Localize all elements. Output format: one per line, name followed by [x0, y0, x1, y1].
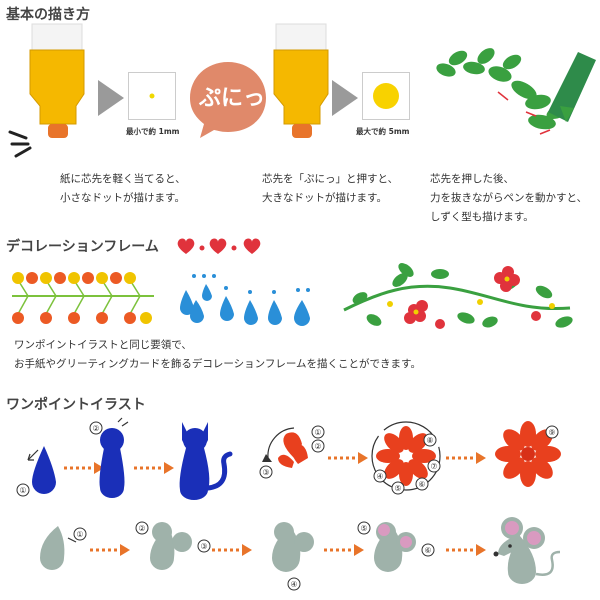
step-number: ④	[376, 472, 383, 481]
section-title-basics: 基本の描き方	[6, 7, 90, 23]
dotted-arrow-icon	[64, 462, 104, 474]
cat-complete	[179, 422, 233, 500]
mouse-step-4: ⑤ ⑥	[357, 521, 435, 572]
step-number: ②	[138, 524, 145, 533]
step-number: ②	[92, 424, 99, 433]
puni-speech-bubble	[190, 62, 266, 138]
cat-step-2: ②	[89, 417, 129, 498]
dotted-arrow-icon	[90, 544, 130, 556]
marker-pen-illustration	[273, 23, 329, 138]
section-title-illust: ワンポイントイラスト	[6, 397, 146, 413]
drop-stroke-illustration	[436, 48, 596, 135]
flower-step-1: ① ② ③	[259, 425, 325, 479]
arrow-right-icon	[98, 80, 124, 116]
basics-caption-1: 紙に芯先を軽く当てると、 小さなドットが描けます。	[60, 173, 186, 204]
mouse-complete	[493, 517, 561, 584]
step-number: ⑤	[360, 524, 367, 533]
frames-caption: ワンポイントイラストと同じ要領で、 お手紙やグリーティングカードを飾るデコレーシ…	[14, 339, 421, 370]
dotted-arrow-icon	[328, 452, 368, 464]
dotted-arrow-icon	[446, 452, 486, 464]
marker-pen-illustration	[8, 23, 85, 158]
hearts-decoration	[177, 238, 261, 254]
step-number: ①	[314, 428, 321, 437]
step-number: ③	[262, 468, 269, 477]
step-number: ③	[200, 542, 207, 551]
dot-large-sample	[362, 72, 410, 120]
mouse-step-1: ①	[40, 526, 87, 570]
frame-berry-branch	[12, 272, 154, 324]
mouse-step-2: ② ③	[135, 521, 211, 570]
section-title-frames: デコレーションフレーム	[6, 239, 159, 255]
arrow-right-icon	[332, 80, 358, 116]
step-number: ①	[76, 530, 83, 539]
puni-bubble-text: ぷにっ	[198, 85, 265, 111]
step-number: ⑥	[418, 480, 425, 489]
basics-caption-2: 芯先を「ぷにっ」と押すと、 大きなドットが描けます。	[262, 173, 399, 204]
flower-complete: ⑨	[495, 421, 561, 487]
step-number: ④	[290, 580, 297, 589]
dotted-arrow-icon	[446, 544, 486, 556]
max-size-label: 最大で約 5mm	[356, 127, 410, 136]
step-number: ⑧	[426, 436, 433, 445]
flower-step-2: ⑧ ⑦ ④ ⑤ ⑥	[371, 421, 441, 495]
step-number: ⑦	[430, 462, 437, 471]
step-number: ①	[19, 486, 26, 495]
dotted-arrow-icon	[212, 544, 252, 556]
mouse-step-3: ④	[272, 522, 314, 591]
frame-blue-drops	[180, 274, 310, 326]
step-number: ②	[314, 442, 321, 451]
step-number: ⑥	[424, 546, 431, 555]
dotted-arrow-icon	[134, 462, 174, 474]
min-size-label: 最小で約 1mm	[126, 127, 180, 136]
frame-flower-vine	[343, 263, 573, 329]
step-number: ⑤	[394, 484, 401, 493]
dotted-arrow-icon	[324, 544, 364, 556]
basics-caption-3: 芯先を押した後、 力を抜きながらペンを動かすと、 しずく型も描けます。	[430, 173, 588, 223]
step-number: ⑨	[548, 428, 555, 437]
cat-step-1: ①	[16, 446, 56, 497]
dot-small-sample	[128, 72, 176, 120]
